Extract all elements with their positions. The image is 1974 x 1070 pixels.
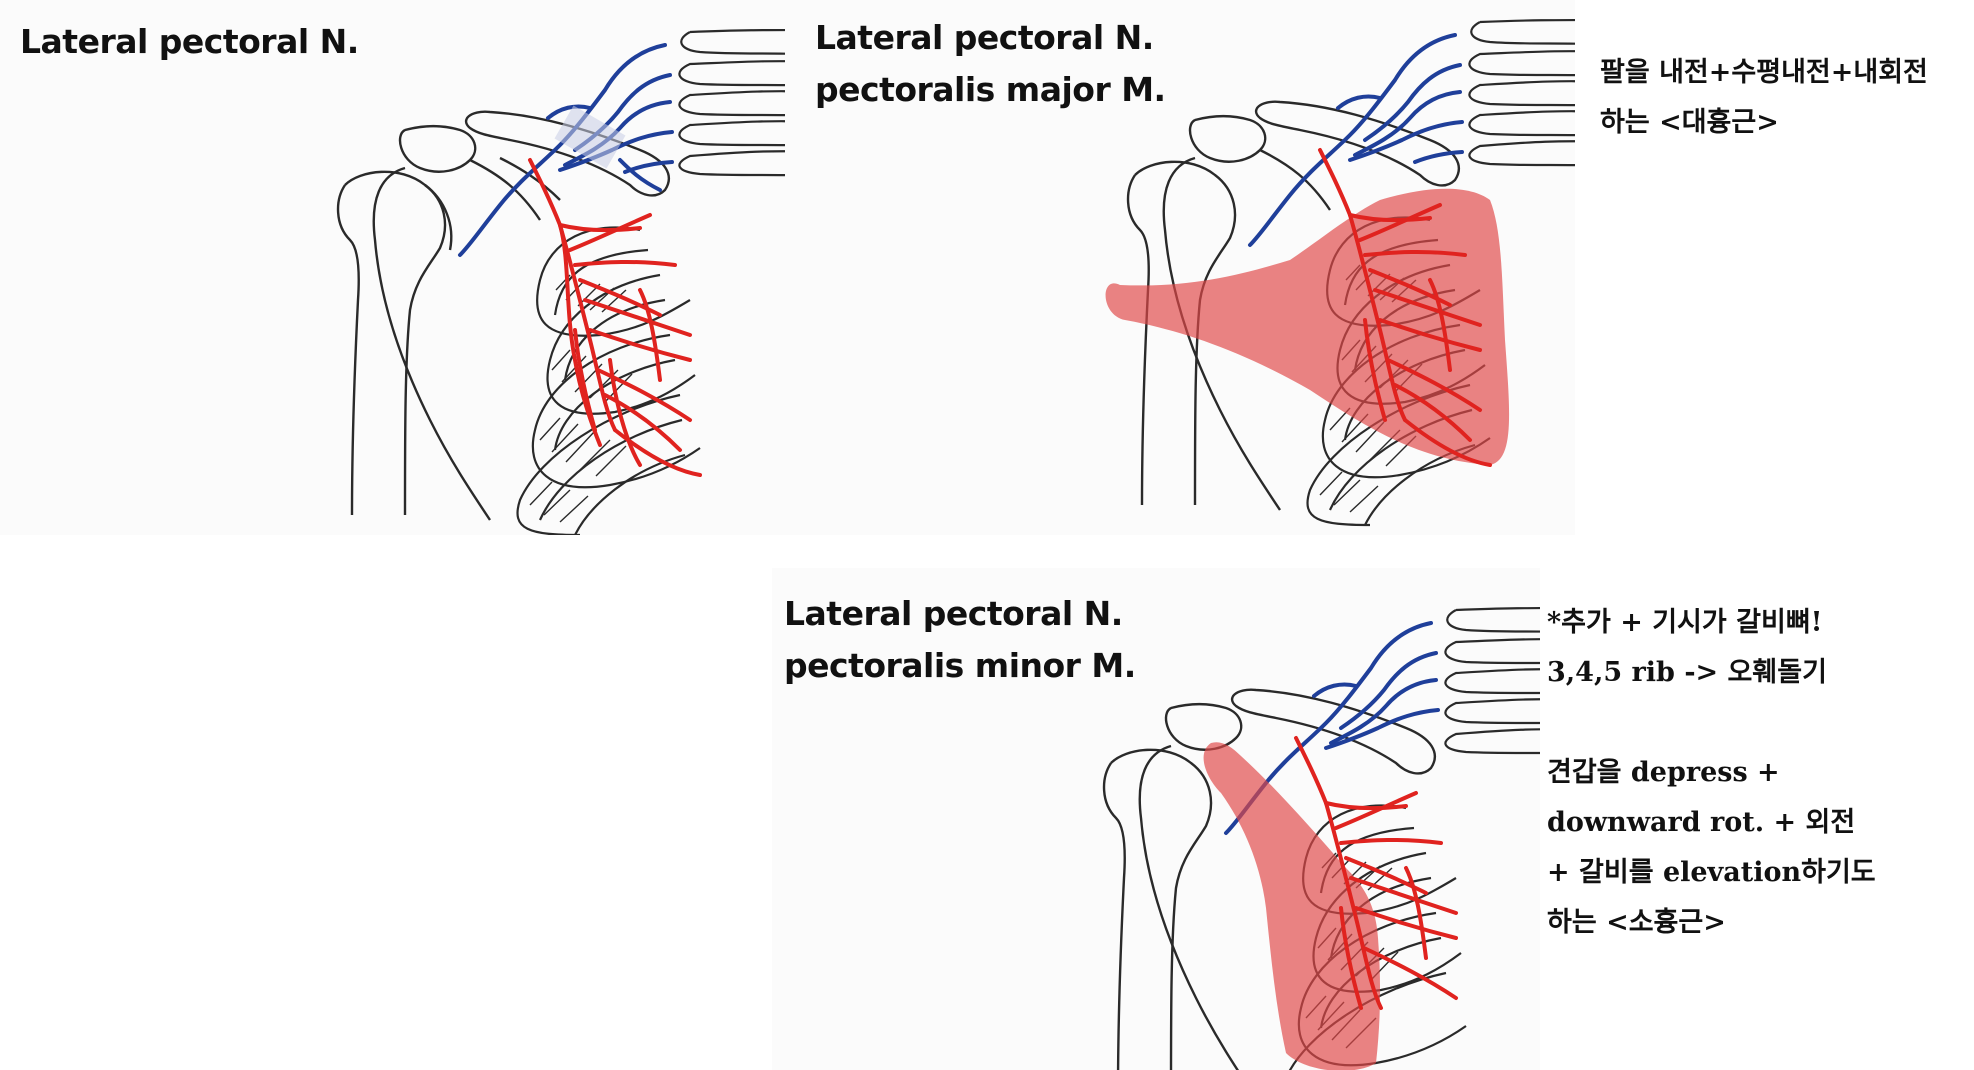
- shoulder-anatomy-illustration: [336, 28, 785, 535]
- lateral-pectoral-nerve: [1294, 736, 1458, 1010]
- humerus: [1126, 160, 1237, 506]
- panel-title: Lateral pectoral N. pectoralis minor M.: [784, 588, 1136, 692]
- brachial-plexus: [1248, 33, 1464, 247]
- pectoralis-major-muscle: [1105, 188, 1510, 465]
- note-line: 하는 <소흉근>: [1547, 907, 1726, 938]
- humerus: [1102, 748, 1213, 1070]
- panel-title: Lateral pectoral N.: [20, 16, 359, 68]
- note-line: 하는 <대흉근>: [1600, 107, 1779, 138]
- note-line: 견갑을 depress +: [1547, 757, 1780, 788]
- note-pectoralis-minor: *추가 + 기시가 갈비뼈! 3,4,5 rib -> 오훼돌기 견갑을 dep…: [1547, 598, 1876, 948]
- clavicle-and-scapula: [372, 110, 671, 521]
- plexus-overlap-highlight: [554, 105, 626, 169]
- shoulder-anatomy-illustration: [1102, 606, 1540, 1070]
- panel-title-line-1: Lateral pectoral N.: [784, 594, 1123, 633]
- panel-title-line-2: pectoralis major M.: [815, 70, 1166, 109]
- note-line: *추가 + 기시가 갈비뼈!: [1547, 607, 1823, 638]
- shoulder-anatomy-illustration: [1105, 18, 1575, 527]
- panel-title-line-1: Lateral pectoral N.: [20, 22, 359, 61]
- lateral-pectoral-nerve: [1318, 148, 1492, 467]
- panel-title-line-2: pectoralis minor M.: [784, 646, 1136, 685]
- panel-title: Lateral pectoral N. pectoralis major M.: [815, 12, 1166, 116]
- panel-title-line-1: Lateral pectoral N.: [815, 18, 1154, 57]
- note-line: [1547, 698, 1876, 748]
- note-pectoralis-major: 팔을 내전+수평내전+내회전 하는 <대흉근>: [1600, 48, 1928, 148]
- humerus: [336, 170, 453, 516]
- clavicle-and-scapula: [1138, 688, 1437, 1070]
- note-line: 3,4,5 rib -> 오훼돌기: [1547, 657, 1827, 688]
- panel-pectoralis-major: Lateral pectoral N. pectoralis major M.: [785, 0, 1575, 535]
- panel-lateral-pectoral-nerve: Lateral pectoral N.: [0, 0, 785, 535]
- lateral-pectoral-nerve: [528, 158, 702, 477]
- note-line: 팔을 내전+수평내전+내회전: [1600, 57, 1928, 88]
- pectoralis-minor-muscle: [1203, 742, 1381, 1070]
- note-line: downward rot. + 외전: [1547, 807, 1856, 838]
- note-line: + 갈비를 elevation하기도: [1547, 857, 1876, 888]
- panel-pectoralis-minor: Lateral pectoral N. pectoralis minor M.: [772, 568, 1540, 1070]
